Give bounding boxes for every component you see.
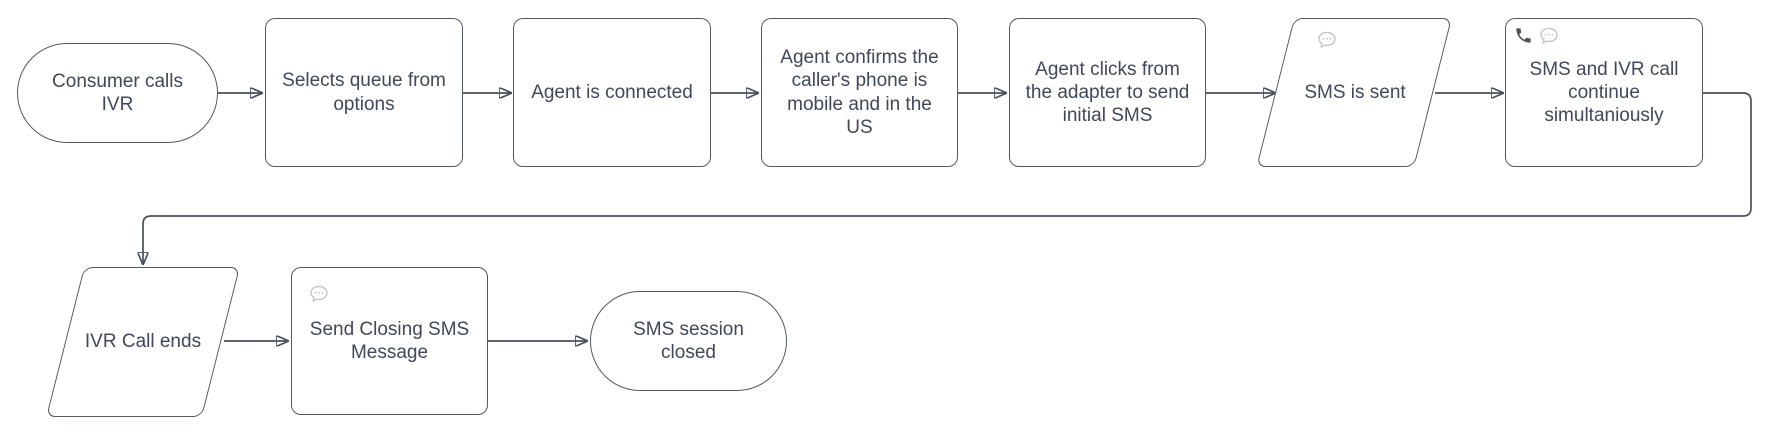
- node-consumer-calls-ivr[interactable]: Consumer calls IVR: [17, 43, 218, 143]
- speech-bubble-icon: [1540, 27, 1558, 45]
- node-label: Consumer calls IVR: [52, 70, 183, 115]
- node-agent-confirms-phone[interactable]: Agent confirms the caller's phone is mob…: [761, 18, 958, 167]
- node-label: SMS is sent: [1304, 81, 1406, 103]
- node-send-closing-sms[interactable]: Send Closing SMS Message: [291, 267, 488, 415]
- node-label: IVR Call ends: [84, 331, 202, 353]
- speech-bubble-icon: [310, 285, 328, 303]
- node-label: SMS session closed: [633, 318, 744, 363]
- node-sms-ivr-continue[interactable]: SMS and IVR call continue simultaniously: [1505, 18, 1703, 167]
- node-sms-session-closed[interactable]: SMS session closed: [590, 291, 787, 391]
- node-label: Agent confirms the caller's phone is mob…: [780, 47, 939, 138]
- node-label: SMS and IVR call continue simultaniously: [1529, 58, 1679, 127]
- node-label: Selects queue from options: [282, 70, 446, 115]
- node-selects-queue[interactable]: Selects queue from options: [265, 18, 463, 167]
- node-sms-is-sent[interactable]: SMS is sent: [1256, 18, 1453, 167]
- node-ivr-call-ends[interactable]: IVR Call ends: [46, 267, 241, 417]
- speech-bubble-icon: [1318, 31, 1336, 49]
- node-label: Agent is connected: [531, 81, 693, 103]
- node-label: Send Closing SMS Message: [309, 318, 470, 363]
- node-agent-clicks-adapter[interactable]: Agent clicks from the adapter to send in…: [1009, 18, 1206, 167]
- node-label: Agent clicks from the adapter to send in…: [1025, 58, 1190, 127]
- phone-icon: [1516, 28, 1531, 43]
- node-agent-is-connected[interactable]: Agent is connected: [513, 18, 711, 167]
- edge-continue-to-ivr-ends: [143, 92, 1752, 264]
